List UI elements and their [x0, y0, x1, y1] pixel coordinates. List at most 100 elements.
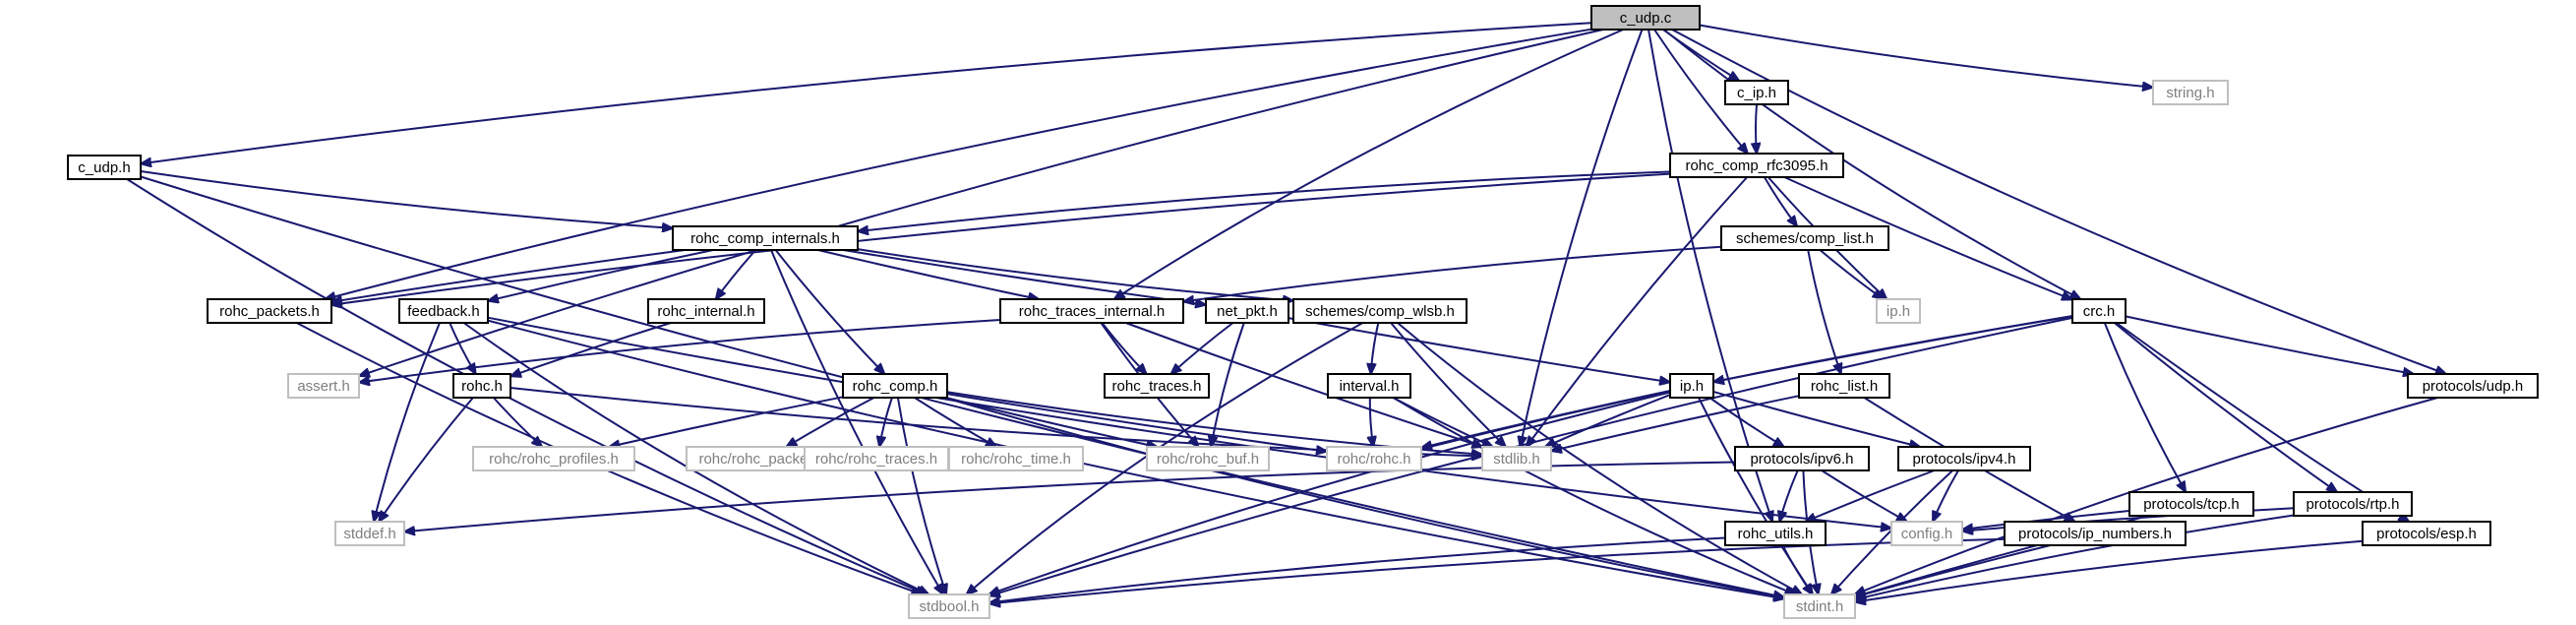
node-c-ip-h[interactable]: c_ip.h — [1724, 80, 1789, 105]
node-box — [2362, 521, 2491, 546]
edge-c_ip_h-to-rohc_comp_rfc3095_h — [1756, 103, 1757, 154]
edge-schemes_comp_list_h-to-ip_h_ext — [1819, 249, 1883, 299]
node-protocols-tcp-h[interactable]: protocols/tcp.h — [2128, 491, 2254, 517]
node-box — [2128, 491, 2254, 517]
edge-rohc_comp_rfc3095_h-to-stdlib_h — [1527, 176, 1748, 447]
node-box — [1104, 373, 1210, 399]
node-box — [1876, 298, 1921, 324]
edge-ip_h-to-rohc_rohc_h — [1421, 390, 1671, 448]
node-label: rohc_comp_internals.h — [690, 230, 840, 247]
edge-rohc_utils_h-to-stdint_h — [1781, 544, 1812, 594]
node-label: rohc/rohc_traces.h — [815, 451, 937, 468]
node-rohc-rohc-h: rohc/rohc.h — [1326, 446, 1422, 471]
edge-c_udp_h-to-stdint_h — [140, 175, 1784, 597]
node-label: protocols/tcp.h — [2143, 496, 2240, 513]
node-rohc-rohc-time-h: rohc/rohc_time.h — [948, 446, 1084, 471]
node-interval-h[interactable]: interval.h — [1327, 373, 1411, 399]
node-c-udp-h[interactable]: c_udp.h — [67, 155, 142, 180]
node-label: schemes/comp_list.h — [1736, 230, 1874, 247]
edge-rohc_traces_internal_h-to-assert_h — [359, 319, 1001, 383]
node-box — [1481, 446, 1552, 471]
node-box — [2071, 298, 2127, 324]
node-rohc-list-h[interactable]: rohc_list.h — [1798, 373, 1890, 399]
node-label: schemes/comp_wlsb.h — [1305, 303, 1455, 320]
node-box — [999, 298, 1184, 324]
node-assert-h: assert.h — [287, 373, 360, 399]
node-box — [1205, 298, 1289, 324]
node-box — [672, 225, 859, 251]
edge-ip_h-to-stdbool_h — [988, 391, 1671, 595]
edge-protocols_ipv4_h-to-rohc_utils_h — [1805, 469, 1936, 523]
edge-ip_h-to-protocols_ipv4_h — [1712, 390, 1920, 447]
edge-c_udp_c-to-string_h — [1699, 24, 2153, 88]
node-rohc-traces-h[interactable]: rohc_traces.h — [1104, 373, 1210, 399]
node-rohc-comp-internals-h[interactable]: rohc_comp_internals.h — [672, 225, 859, 251]
node-rohc-rohc-traces-h: rohc/rohc_traces.h — [804, 446, 949, 471]
edge-rohc_h-to-stddef_h — [379, 397, 474, 522]
edge-interval_h-to-stdint_h — [1392, 397, 1796, 594]
node-box — [472, 446, 635, 471]
node-box — [1798, 373, 1890, 399]
node-rohc-comp-h[interactable]: rohc_comp.h — [842, 373, 948, 399]
edge-protocols_tcp_h-to-config_h — [1962, 510, 2130, 530]
node-stdlib-h: stdlib.h — [1481, 446, 1552, 471]
node-rohc-packets-h[interactable]: rohc_packets.h — [207, 298, 332, 324]
edge-rohc_comp_h-to-rohc_rohc_buf_h — [945, 397, 1158, 447]
node-stddef-h: stddef.h — [334, 521, 405, 546]
node-box — [1669, 153, 1844, 178]
node-rohc-internal-h[interactable]: rohc_internal.h — [647, 298, 765, 324]
edge-crc_h-to-rohc_rohc_h — [1421, 315, 2073, 450]
node-stdbool-h: stdbool.h — [908, 594, 990, 619]
node-box — [1327, 373, 1411, 399]
node-label: c_udp.h — [78, 159, 130, 176]
edge-c_udp_c-to-rohc_packets_h — [325, 28, 1592, 299]
node-box — [1292, 298, 1468, 324]
edge-ip_h-to-stdlib_h — [1545, 394, 1671, 447]
edge-c_udp_c-to-stdlib_h — [1521, 29, 1644, 447]
node-label: protocols/ipv4.h — [1912, 451, 2015, 468]
edge-rohc_comp_h-to-rohc_rohc_traces_h — [879, 397, 893, 447]
node-box — [2407, 373, 2539, 399]
node-label: protocols/ip_numbers.h — [2018, 526, 2172, 542]
edge-c_udp_c-to-rohc_comp_rfc3095_h — [1653, 29, 1748, 154]
edge-protocols_ipv6_h-to-stddef_h — [404, 461, 1736, 532]
node-ip-h[interactable]: ip.h — [1669, 373, 1714, 399]
node-protocols-ipv6-h[interactable]: protocols/ipv6.h — [1734, 446, 1870, 471]
edge-crc_h-to-protocols_rtp_h — [2114, 322, 2337, 492]
node-label: rohc/rohc_packets.h — [698, 451, 831, 468]
node-rohc-h[interactable]: rohc.h — [452, 373, 511, 399]
node-label: rohc/rohc.h — [1337, 451, 1410, 468]
edge-rohc_list_h-to-stdlib_h — [1551, 395, 1800, 451]
node-box — [1669, 373, 1714, 399]
node-protocols-udp-h[interactable]: protocols/udp.h — [2407, 373, 2539, 399]
node-label: protocols/udp.h — [2423, 378, 2524, 395]
edge-feedback_h-to-stdint_h — [487, 319, 1784, 599]
node-rohc-comp-rfc3095-h[interactable]: rohc_comp_rfc3095.h — [1669, 153, 1844, 178]
node-protocols-ipv4-h[interactable]: protocols/ipv4.h — [1897, 446, 2031, 471]
node-rohc-utils-h[interactable]: rohc_utils.h — [1724, 521, 1827, 546]
edge-rohc_comp_rfc3095_h-to-rohc_packets_h — [331, 172, 1671, 305]
node-net-pkt-h[interactable]: net_pkt.h — [1205, 298, 1289, 324]
node-box — [287, 373, 360, 399]
node-protocols-ip-numbers-h[interactable]: protocols/ip_numbers.h — [2004, 521, 2187, 546]
edge-rohc_traces_internal_h-to-rohc_traces_h — [1101, 322, 1146, 374]
edge-rohc_traces_internal_h-to-stdlib_h — [1125, 322, 1483, 447]
node-box — [334, 521, 405, 546]
node-c-udp-c[interactable]: c_udp.c — [1590, 5, 1701, 31]
edge-feedback_h-to-config_h — [487, 316, 1891, 529]
edge-rohc_comp_rfc3095_h-to-rohc_comp_internals_h — [858, 170, 1671, 232]
edge-ip_h-to-stdint_h — [1698, 397, 1813, 594]
edge-protocols_esp_h-to-stdint_h — [1855, 539, 2364, 602]
edge-schemes_comp_list_h-to-rohc_traces_internal_h — [1183, 245, 1722, 302]
node-schemes-comp-list-h[interactable]: schemes/comp_list.h — [1720, 225, 1889, 251]
node-schemes-comp-wlsb-h[interactable]: schemes/comp_wlsb.h — [1292, 298, 1468, 324]
node-rohc-traces-internal-h[interactable]: rohc_traces_internal.h — [999, 298, 1184, 324]
node-box — [207, 298, 332, 324]
node-feedback-h[interactable]: feedback.h — [398, 298, 489, 324]
node-label: stdlib.h — [1493, 451, 1540, 468]
node-crc-h[interactable]: crc.h — [2071, 298, 2127, 324]
node-box — [948, 446, 1084, 471]
node-protocols-rtp-h[interactable]: protocols/rtp.h — [2293, 491, 2413, 517]
node-protocols-esp-h[interactable]: protocols/esp.h — [2362, 521, 2491, 546]
